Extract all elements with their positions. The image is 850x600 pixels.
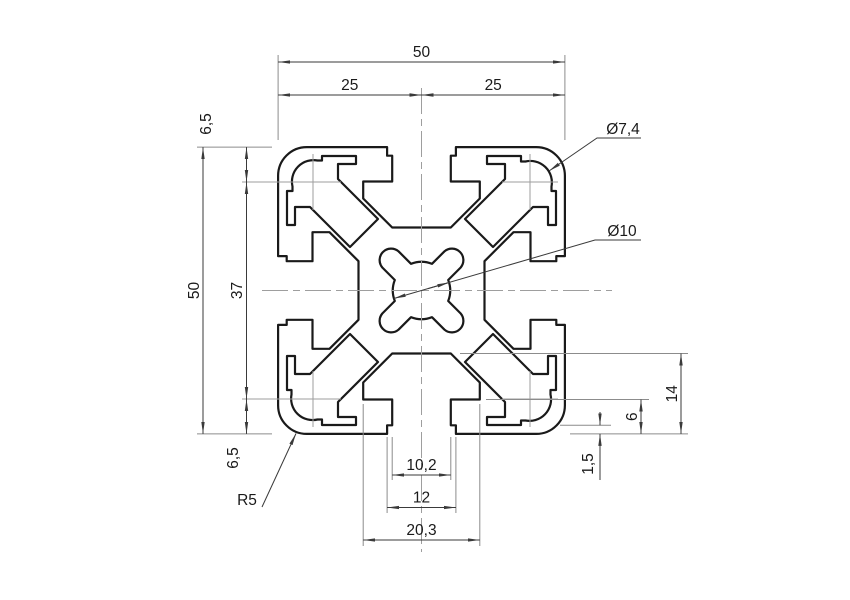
dim-label-slot-depth: 14 [664, 385, 681, 403]
callout-label-center-bore: Ø10 [607, 223, 637, 240]
callout-label-corner-radius: R5 [237, 492, 257, 509]
leader-corner-hole [548, 137, 641, 172]
dim-label-slot-cavity: 20,3 [406, 522, 436, 539]
corner-hole-cross-top-left [242, 154, 341, 210]
corner-hole-cross-bottom-left [242, 371, 341, 427]
dim-label-offset-top: 6,5 [198, 113, 215, 135]
dim-label-overall-width: 50 [413, 44, 431, 61]
dim-label-lip-depth: 6 [624, 412, 641, 421]
leader-center-bore-arrow2 [427, 282, 450, 290]
dim-label-slot-step: 12 [413, 490, 430, 507]
callout-label-corner-hole: Ø7,4 [606, 121, 640, 138]
leader-center-bore [393, 239, 641, 299]
dim-label-wall-thickness: 1,5 [580, 453, 597, 475]
leader-corner-radius [261, 433, 297, 508]
dim-label-half-left: 25 [341, 77, 358, 94]
corner-hole-cross-top-right [502, 154, 558, 210]
dim-label-overall-height: 50 [186, 282, 203, 300]
dimension-lines [201, 60, 683, 542]
dim-label-slot-opening: 10,2 [406, 457, 436, 474]
dim-label-hole-pitch: 37 [229, 282, 246, 299]
extension-lines [197, 55, 688, 546]
dim-label-offset-bottom: 6,5 [225, 447, 242, 469]
dimension-labels: 50 25 25 50 37 6,5 6,5 14 6 1,5 10,2 12 … [186, 44, 681, 539]
dim-label-half-right: 25 [485, 77, 502, 94]
